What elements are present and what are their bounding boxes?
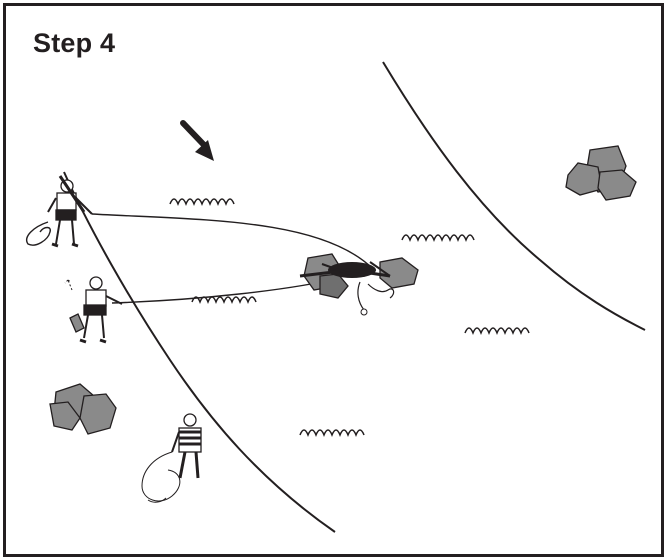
far-river-bank (382, 61, 646, 331)
current-arrow-icon (180, 120, 214, 161)
step-title: Step 4 (33, 28, 116, 58)
near-river-bank (63, 171, 336, 533)
rescuer-belaying (47, 175, 93, 248)
rescuer-spotter-downstream (141, 413, 202, 503)
rock-cluster-upper-right (565, 145, 637, 201)
rescuer-pulling-rope (64, 276, 123, 344)
water-ripples (169, 198, 530, 438)
pinned-victim (299, 261, 395, 316)
rock-cluster-lower-left (49, 383, 117, 435)
